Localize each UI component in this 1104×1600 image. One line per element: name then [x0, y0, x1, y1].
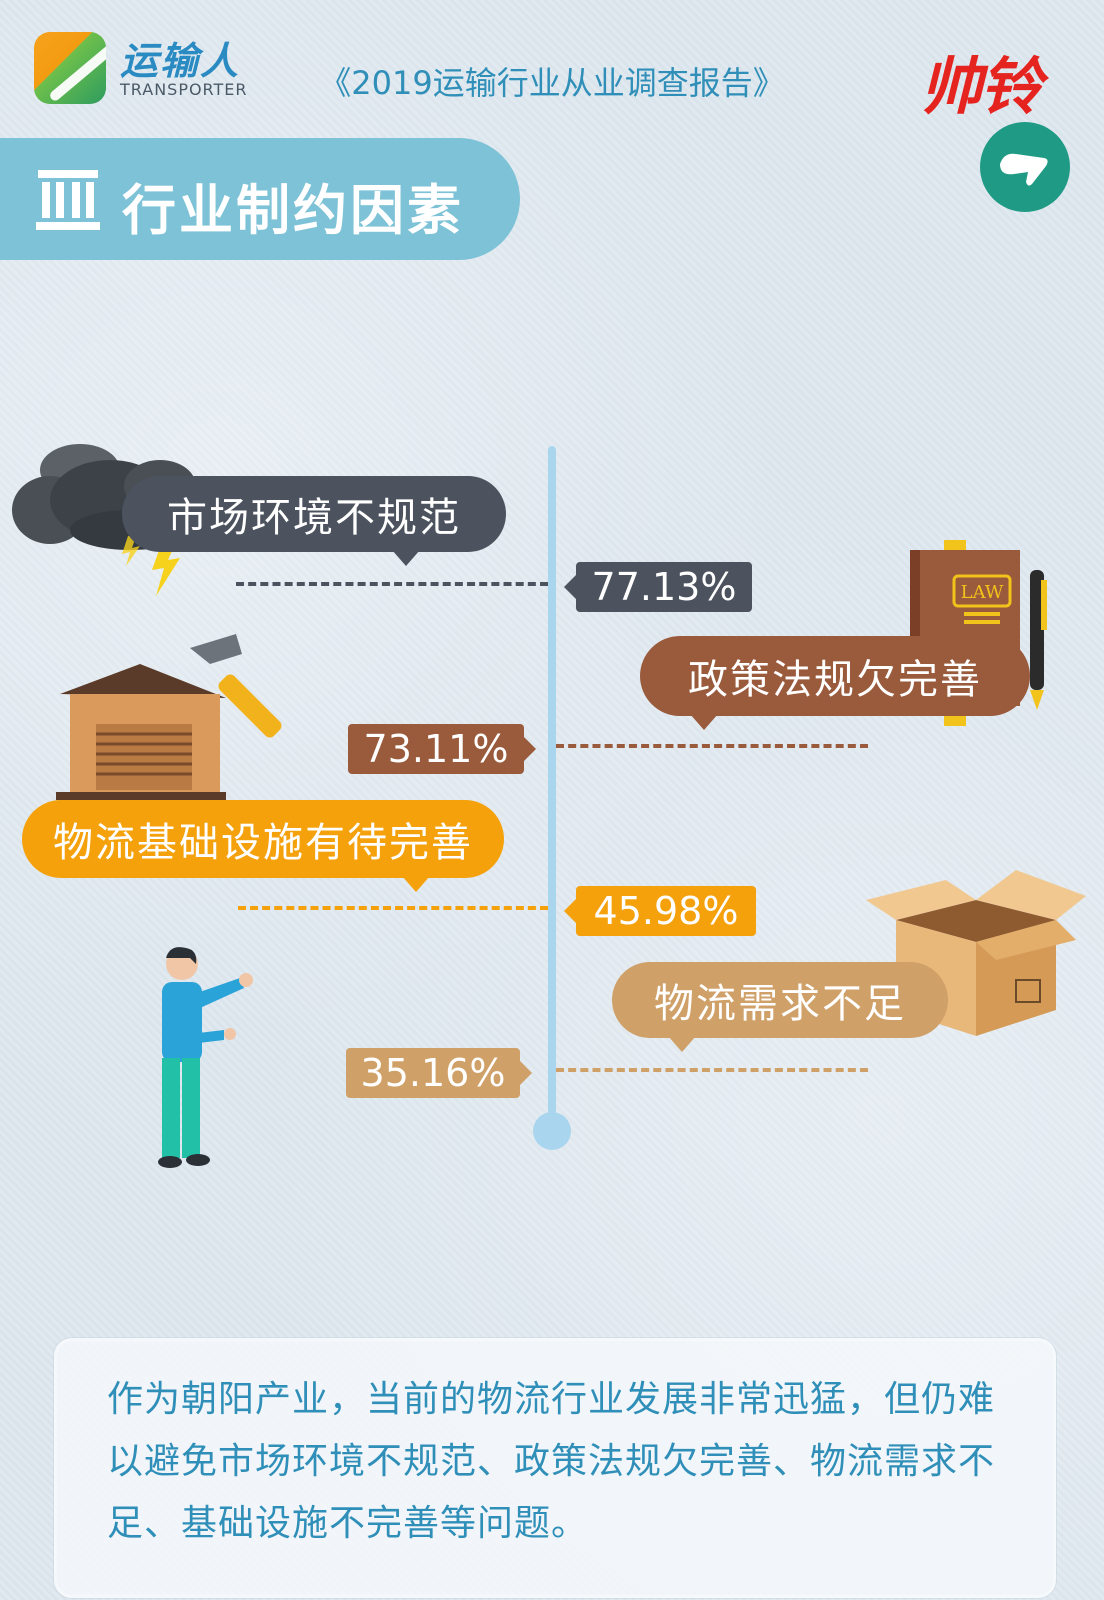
brand-badge-icon [980, 122, 1070, 212]
factor-label-logistics-infrastructure: 物流基础设施有待完善 [22, 800, 504, 892]
logo-subtitle: TRANSPORTER [120, 80, 248, 99]
percent-pointer [524, 737, 536, 761]
timeline-axis [548, 446, 556, 1122]
report-title: 《2019运输行业从业调查报告》 [319, 64, 785, 102]
law-book-text: LAW [961, 582, 1004, 603]
percent-pointer [564, 575, 576, 599]
factor-percent-policy-regulation: 73.11% [348, 724, 536, 774]
bubble-tail [392, 550, 420, 566]
percent-pointer [520, 1061, 532, 1085]
factor-percent-logistics-infrastructure: 45.98% [564, 886, 756, 936]
factor-label-text: 政策法规欠完善 [688, 657, 982, 703]
person-icon [158, 947, 253, 1168]
brand-logo: 帅铃 [920, 50, 1042, 123]
factor-label-text: 物流需求不足 [654, 981, 906, 1027]
warehouse-icon [56, 634, 282, 800]
factor-percent-logistics-demand: 35.16% [346, 1048, 532, 1098]
factor-label-text: 市场环境不规范 [167, 495, 461, 541]
bubble-tail [668, 1036, 696, 1052]
connector-dash-line [238, 906, 548, 910]
logo-name: 运输人 [120, 39, 241, 83]
building-columns-icon [36, 168, 100, 230]
factor-label-logistics-demand: 物流需求不足 [612, 962, 948, 1052]
factor-label-text: 物流基础设施有待完善 [53, 820, 473, 866]
factor-label-market-environment: 市场环境不规范 [122, 476, 506, 566]
factor-percent-market-environment: 77.13% [564, 562, 752, 612]
connector-dash-line [556, 1068, 868, 1072]
factor-label-policy-regulation: 政策法规欠完善 [640, 636, 1030, 730]
factor-percent-text: 35.16% [360, 1051, 506, 1095]
box-icon [866, 870, 1086, 1036]
summary-card: 作为朝阳产业，当前的物流行业发展非常迅猛，但仍难以避免市场环境不规范、政策法规欠… [54, 1338, 1056, 1598]
bubble-tail [690, 714, 718, 730]
factor-percent-text: 45.98% [593, 889, 739, 933]
timeline-end-dot [533, 1112, 571, 1150]
transporter-logo: 运输人 TRANSPORTER [34, 30, 256, 106]
factor-percent-text: 73.11% [363, 727, 509, 771]
connector-dash-line [236, 582, 548, 586]
percent-pointer [564, 899, 576, 923]
factor-percent-text: 77.13% [591, 565, 737, 609]
section-title: 行业制约因素 [122, 179, 464, 242]
logo-mark-icon [34, 32, 106, 104]
summary-text: 作为朝阳产业，当前的物流行业发展非常迅猛，但仍难以避免市场环境不规范、政策法规欠… [107, 1379, 996, 1544]
bubble-tail [402, 876, 430, 892]
connector-dash-line [556, 744, 868, 748]
